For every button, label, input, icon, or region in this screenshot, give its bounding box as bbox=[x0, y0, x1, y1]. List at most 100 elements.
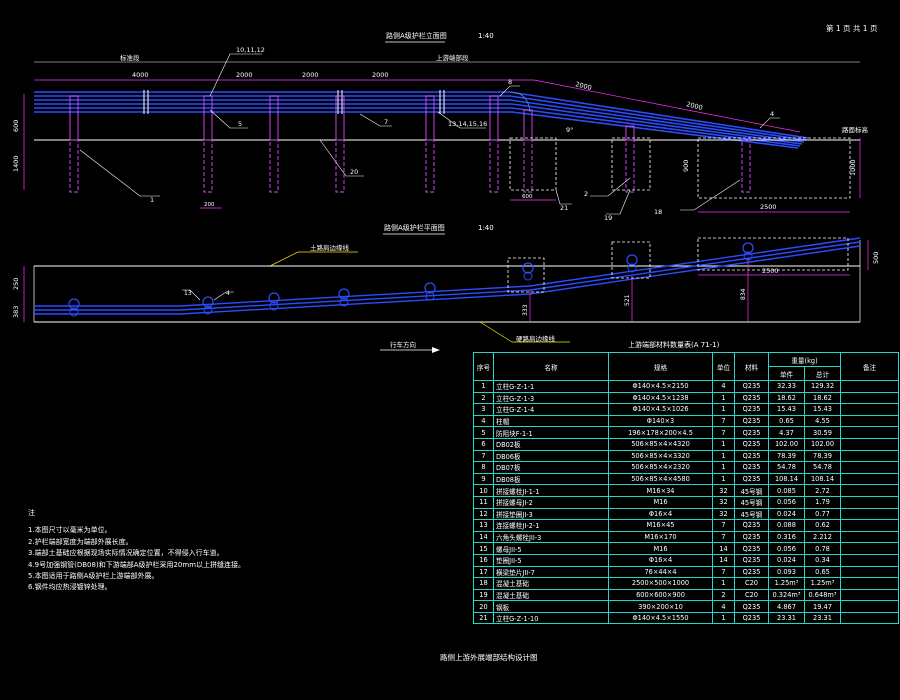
table-cell: 18.62 bbox=[804, 391, 841, 405]
table-cell: 1.79 bbox=[804, 495, 841, 509]
table-cell: 拼接垫圈JI-3 bbox=[493, 507, 609, 521]
table-cell: 1 bbox=[712, 437, 735, 451]
post-3 bbox=[269, 95, 279, 193]
table-cell: 45号钢 bbox=[734, 507, 769, 521]
table-cell: M16 bbox=[608, 542, 713, 555]
table-cell: Φ16×4 bbox=[608, 553, 713, 567]
table-cell: 18 bbox=[473, 577, 494, 590]
table-cell: DB08板 bbox=[493, 472, 609, 486]
col-header-spec: 规格 bbox=[608, 352, 713, 381]
table-cell: 506×85×4×4580 bbox=[608, 472, 713, 486]
table-cell: Φ140×4.5×1550 bbox=[608, 611, 713, 625]
table-cell: Q235 bbox=[734, 437, 769, 451]
table-title: 上游端部材料数量表(A 71-1) bbox=[628, 341, 720, 349]
note-item: 4.9号加强钢管(DB08)和下游端部A级护栏采用20mm以上拼缝连接。 bbox=[28, 560, 246, 569]
elevation-title: 路侧A级护栏立面图 bbox=[386, 31, 447, 40]
table-cell: 54.78 bbox=[768, 461, 805, 474]
table-cell bbox=[840, 461, 899, 474]
table-cell: 六角头螺栓JII-3 bbox=[493, 530, 609, 544]
label-edge-top: 土路肩边缘线 bbox=[310, 243, 350, 252]
elevation-scale: 1:40 bbox=[478, 32, 494, 40]
table-cell: 506×85×4×3320 bbox=[608, 449, 713, 463]
table-cell: 混凝土基础 bbox=[493, 577, 609, 590]
table-cell: 1.25m³ bbox=[768, 577, 805, 590]
table-cell: 8 bbox=[473, 461, 494, 474]
plan-view: 路侧A级护栏平面图 1:40 土路肩边缘线 硬路肩边缘线 行车方向 250 38… bbox=[12, 223, 880, 353]
table-cell: 4 bbox=[712, 380, 735, 393]
callout-7: 7 bbox=[384, 118, 388, 126]
table-cell: 102.00 bbox=[804, 437, 841, 451]
callout-10-11-12: 10,11,12 bbox=[236, 46, 265, 54]
plan-posts-group bbox=[68, 242, 754, 317]
plan-dim-left-2: 383 bbox=[12, 306, 20, 318]
table-cell: 9 bbox=[473, 472, 494, 486]
plan-post-7 bbox=[626, 254, 638, 273]
table-cell: 0.78 bbox=[804, 542, 841, 555]
table-cell: 14 bbox=[473, 530, 494, 544]
table-cell: 108.14 bbox=[768, 472, 805, 486]
table-cell: 13 bbox=[473, 519, 494, 532]
table-cell: 196×178×200×4.5 bbox=[608, 426, 713, 439]
col-header-qty: 单位 bbox=[712, 352, 735, 381]
drawing-footer-title: 路侧上游外展端部结构设计图 bbox=[440, 653, 538, 662]
plan-post-2 bbox=[202, 296, 214, 315]
dim-left-1: 600 bbox=[12, 120, 20, 132]
table-cell: 0.056 bbox=[768, 495, 805, 509]
table-cell: 506×85×4×4320 bbox=[608, 437, 713, 451]
plan-callout-13: 13 bbox=[184, 290, 192, 297]
table-cell: 7 bbox=[712, 519, 735, 532]
table-cell: 连接螺栓JI-2-1 bbox=[493, 519, 609, 532]
table-cell: Q235 bbox=[734, 449, 769, 463]
table-cell bbox=[840, 530, 899, 544]
table-cell bbox=[840, 577, 899, 590]
table-cell: 20 bbox=[473, 600, 494, 613]
table-cell: 108.14 bbox=[804, 472, 841, 486]
table-cell: 立柱G-Z-1-10 bbox=[493, 611, 609, 625]
table-cell: 柱帽 bbox=[493, 414, 609, 428]
table-cell: 混凝土基础 bbox=[493, 588, 609, 602]
plan-foundation-a bbox=[507, 257, 545, 293]
angle-label: 9° bbox=[566, 126, 573, 134]
table-cell: 0.024 bbox=[768, 507, 805, 521]
table-cell: 12 bbox=[473, 507, 494, 521]
table-cell bbox=[840, 507, 899, 521]
table-cell: C20 bbox=[734, 577, 769, 590]
guardrail-beam bbox=[34, 91, 809, 149]
callout-21: 21 bbox=[560, 204, 568, 212]
dim-bottom-2: 600 bbox=[522, 194, 533, 200]
table-cell: DB02板 bbox=[493, 437, 609, 451]
table-cell: 0.34 bbox=[804, 553, 841, 567]
table-cell bbox=[840, 437, 899, 451]
table-cell: 15.43 bbox=[768, 403, 805, 416]
table-cell: 14 bbox=[712, 553, 735, 567]
note-item: 3.端部土基础应根据现场实际情况确定位置，不得侵入行车道。 bbox=[28, 549, 224, 558]
col-header-total-weight: 总计 bbox=[804, 366, 841, 381]
table-cell bbox=[840, 495, 899, 509]
table-cell: 1.25m³ bbox=[804, 577, 841, 590]
table-cell: 390×200×10 bbox=[608, 600, 713, 613]
rail-splices bbox=[143, 90, 445, 114]
callout-2: 2 bbox=[584, 190, 588, 198]
table-cell: 78.39 bbox=[804, 449, 841, 463]
table-cell: Φ140×4.5×2150 bbox=[608, 380, 713, 393]
dim-top-4: 2000 bbox=[372, 71, 389, 79]
post-9 bbox=[741, 139, 751, 193]
table-cell bbox=[840, 472, 899, 486]
plan-dim-bottom: 2500 bbox=[762, 267, 779, 275]
note-item: 6.钢件均应热浸镀锌处理。 bbox=[28, 583, 112, 592]
table-cell: Q235 bbox=[734, 380, 769, 393]
note-item: 5.本图适用于路侧A级护栏上游端部外展。 bbox=[28, 572, 159, 581]
callout-8: 8 bbox=[508, 78, 512, 86]
table-cell: 立柱G-Z-1-4 bbox=[493, 403, 609, 416]
table-cell: 2 bbox=[473, 391, 494, 405]
label-standard-section: 标准段 bbox=[120, 53, 140, 62]
table-cell: 129.32 bbox=[804, 380, 841, 393]
callout-13-16: 13,14,15,16 bbox=[448, 120, 487, 128]
dim-right-1: 900 bbox=[682, 160, 690, 172]
